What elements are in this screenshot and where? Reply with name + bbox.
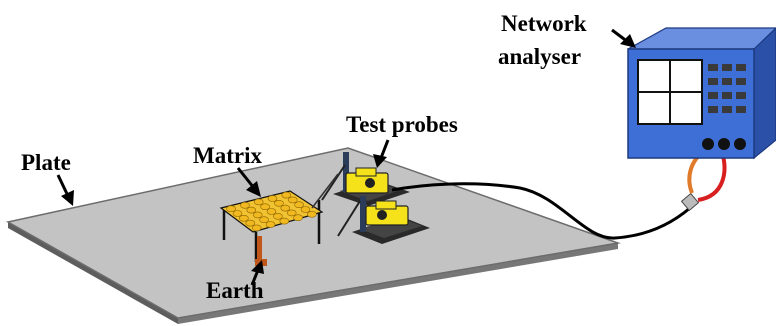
analyser-button (708, 78, 718, 85)
matrix-icon (219, 190, 324, 266)
matrix-pad (245, 219, 256, 227)
earth-strap (257, 236, 262, 260)
matrix-pad (279, 217, 290, 225)
test-probes-label: Test probes (346, 112, 458, 137)
matrix-pads (226, 191, 317, 232)
matrix-pad (307, 211, 317, 218)
matrix-pad (239, 215, 249, 222)
analyser-keypad (708, 64, 746, 113)
matrix-pad (260, 203, 270, 210)
matrix-pad (280, 204, 291, 212)
analyser-button (722, 64, 732, 71)
analyser-button (722, 92, 732, 99)
matrix-pad (274, 200, 284, 207)
matrix-pad (266, 208, 277, 215)
matrix-pad (226, 205, 236, 212)
matrix-label: Matrix (193, 143, 262, 168)
matrix-pad (267, 195, 278, 202)
matrix-pad (300, 206, 311, 213)
matrix-pad (252, 211, 263, 219)
matrix-pad (259, 216, 269, 223)
analyser-button (736, 78, 746, 85)
analyser-button (708, 106, 718, 113)
analyser-button (736, 92, 746, 99)
network-analyser-icon (627, 27, 776, 160)
earth-label: Earth (206, 278, 264, 303)
matrix-pad (246, 206, 257, 214)
matrix-pad (286, 209, 297, 217)
matrix-pad (293, 214, 303, 221)
matrix-pad (253, 198, 264, 206)
analyser-button (708, 92, 718, 99)
matrix-pad (294, 201, 304, 208)
matrix-pad (251, 224, 262, 232)
analyser-button (708, 64, 718, 71)
plate-icon (5, 147, 621, 324)
analyser-button (736, 106, 746, 113)
matrix-pad (287, 196, 298, 204)
analyser-button (736, 64, 746, 71)
label-arrows (56, 28, 636, 286)
network-analyser-label-line1: Network (501, 11, 587, 36)
test-probe-icon (311, 152, 430, 244)
network-analyser-label-line2: analyser (498, 44, 581, 69)
analyser-button (722, 106, 732, 113)
matrix-pad (232, 210, 243, 217)
matrix-pad (265, 221, 276, 228)
matrix-pad (240, 202, 250, 209)
matrix-pad (281, 191, 292, 199)
matrix-pad (273, 213, 283, 220)
plate-label: Plate (21, 150, 71, 175)
analyser-button (722, 78, 732, 85)
